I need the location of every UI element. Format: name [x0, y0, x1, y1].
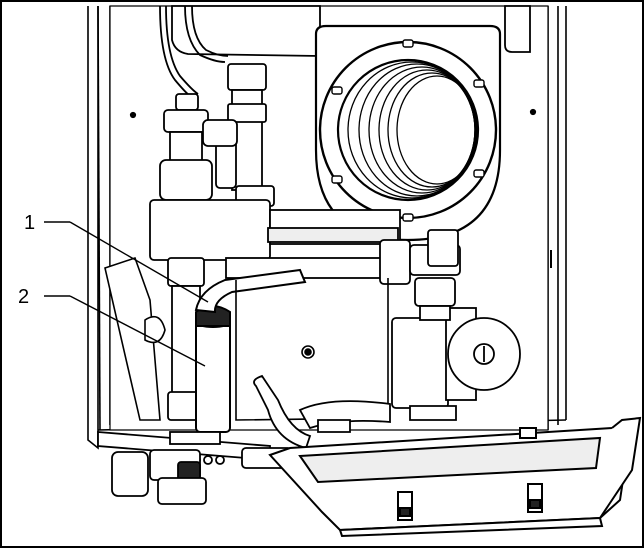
bottom-fittings — [97, 431, 293, 505]
condensate-hose — [194, 268, 307, 314]
flexible-hose — [253, 374, 391, 450]
callout-1-label: 1 — [24, 212, 35, 234]
pipe-assembly — [149, 5, 461, 421]
open-front-cover — [268, 416, 642, 538]
flue-adapter — [314, 24, 502, 242]
circulation-pump — [391, 277, 521, 421]
bracket — [104, 256, 389, 421]
callout-1-leader — [69, 221, 209, 303]
callout-leaders — [44, 221, 209, 367]
callout-2-leader — [69, 295, 206, 367]
callout-2-label: 2 — [18, 286, 29, 308]
condensate-trap — [195, 305, 231, 433]
top-housing — [171, 5, 531, 57]
